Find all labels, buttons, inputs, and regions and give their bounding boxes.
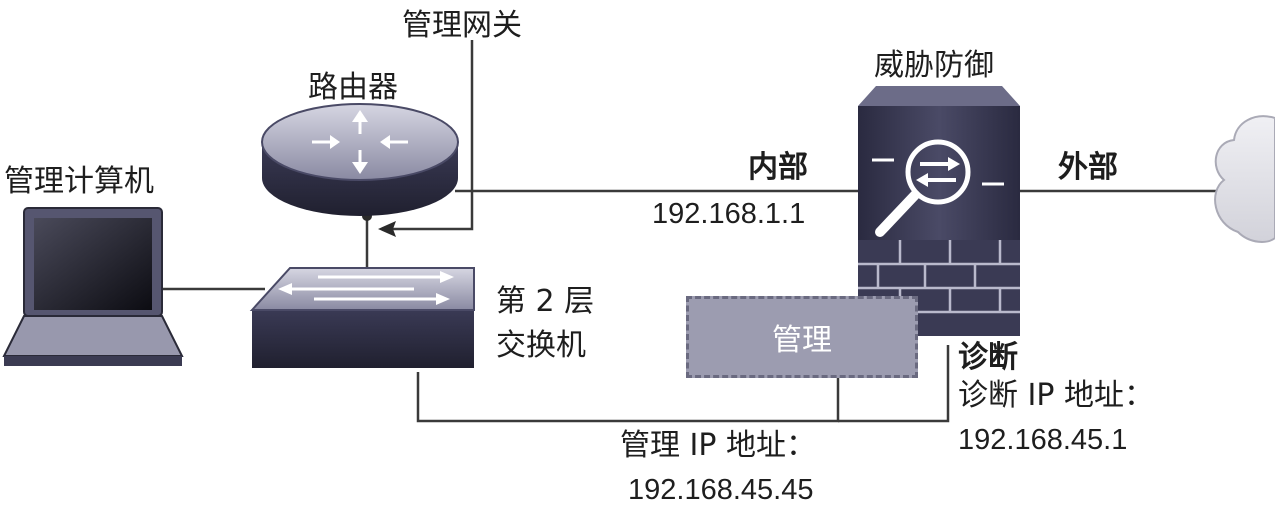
mgmt-gateway-label: 管理网关: [402, 8, 522, 43]
switch-icon: [249, 267, 475, 368]
connections: [160, 40, 1230, 423]
switch-to-management-line: [416, 372, 840, 423]
management-interface-box: 管理: [686, 296, 918, 378]
mgmt-gateway-arrowhead: [378, 221, 396, 237]
mgmt-gateway-line: [392, 40, 474, 231]
diagnostic-ip-label: 192.168.45.1: [958, 424, 1128, 456]
outside-interface-label: 外部: [1058, 150, 1118, 185]
ftd-to-diagnostic-line: [838, 345, 950, 423]
inside-ip-label: 192.168.1.1: [652, 198, 806, 230]
diagnostic-ip-caption: 诊断 IP 地址：: [958, 378, 1155, 413]
mgmt-computer-label: 管理计算机: [4, 164, 154, 199]
cloud-icon: [1214, 115, 1275, 243]
laptop-icon: [2, 207, 184, 366]
threat-defense-icon: [858, 86, 1020, 336]
inside-interface-label: 内部: [748, 150, 808, 185]
management-box-label: 管理: [772, 323, 832, 358]
threat-defense-label: 威胁防御: [874, 48, 994, 83]
mgmt-ip-caption: 管理 IP 地址：: [620, 428, 817, 463]
router-icon: [261, 103, 459, 216]
switch-label-line2: 交换机: [496, 328, 586, 363]
mgmt-ip-label: 192.168.45.45: [628, 474, 814, 506]
router-label: 路由器: [308, 70, 398, 105]
switch-label-line1: 第 2 层: [496, 284, 595, 319]
diagnostic-interface-label: 诊断: [958, 340, 1018, 375]
